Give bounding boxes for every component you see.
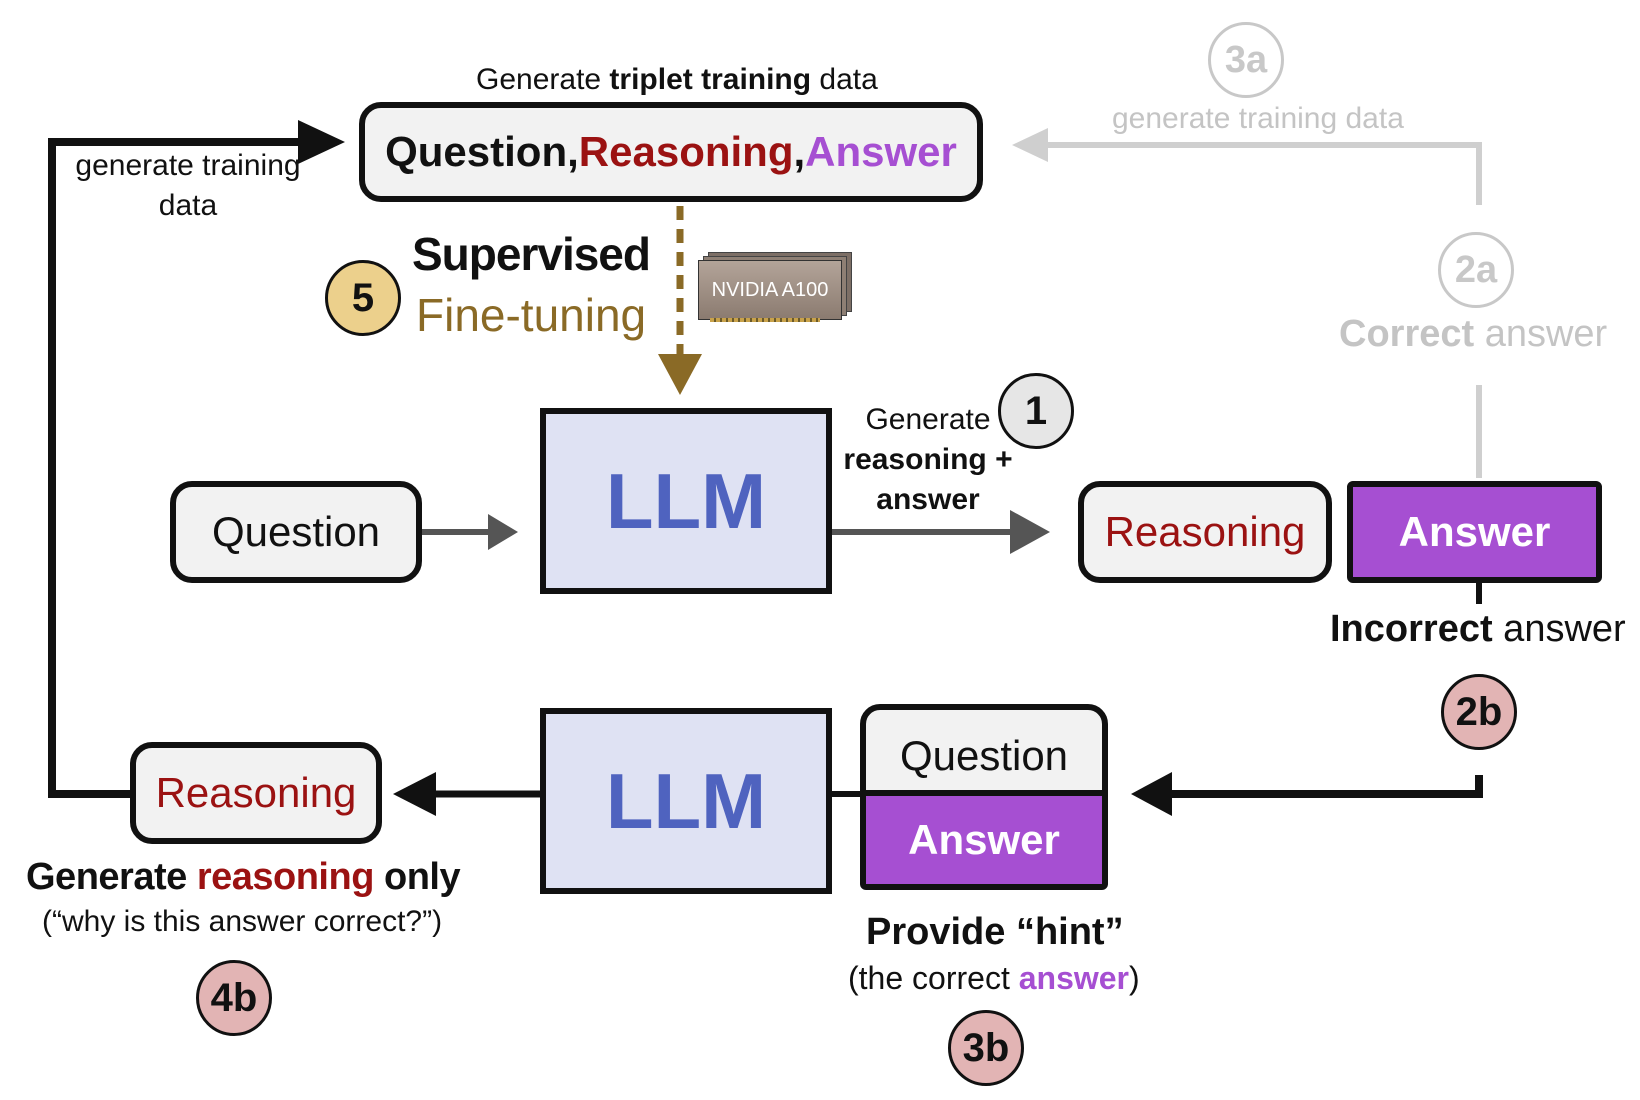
step-4b-badge: 4b [196,960,272,1036]
triplet-sep-2: , [793,128,806,175]
hint-sub-prefix: (the correct [848,960,1019,996]
sft-title-line1: Supervised [412,228,651,280]
llm-box-bottom: LLM [540,708,832,894]
triplet-caption: Generate triplet training data [476,63,878,97]
loop-arrow-head [298,120,345,164]
loop-label: generate training data [58,146,318,226]
step-2a-badge: 2a [1438,232,1514,308]
reasoning-only-box: Reasoning [130,742,382,844]
gen-reasoning-suffix: only [373,856,461,898]
incorrect-label-rest: answer [1492,608,1626,650]
gpu-card-connector [710,318,820,322]
generate-data-gray-head [1012,128,1048,162]
hint-arrow-line [1165,775,1483,798]
llm-bottom-label: LLM [605,756,767,845]
caption-bold: triplet training [609,63,812,96]
gpu-label: NVIDIA A100 [711,278,829,301]
llm-top-label: LLM [605,456,767,545]
incorrect-label: Incorrect answer [1330,608,1626,651]
hint-subtitle: (the correct answer) [848,960,1140,997]
reasoning-output-box: Reasoning [1078,481,1332,583]
loop-label-line2: data [158,189,218,222]
step-2a-label-rest: answer [1474,313,1608,355]
question-box: Question [170,481,422,583]
loop-arrow-line [48,138,300,798]
hint-sub-suffix: ) [1129,960,1140,996]
hint-title: Provide “hint” [866,911,1124,953]
step-2a-label-bold: Correct [1339,313,1475,355]
gen-reasoning-word: reasoning [196,856,375,898]
step-3a-label: generate training data [1112,102,1404,135]
step-1-badge: 1 [998,373,1074,449]
gpu-card-icon: NVIDIA A100 [698,252,853,322]
answer-output-label: Answer [1398,508,1551,555]
hint-answer-label: Answer [908,816,1060,863]
question-label: Question [211,508,381,555]
generate-reasoning-title: Generate reasoning only [26,856,461,899]
reasoning-output-label: Reasoning [1104,508,1306,555]
step-3a-number: 3a [1224,38,1268,81]
triplet-question: Question [385,128,568,175]
hint-sub-answer: answer [1018,960,1129,996]
llm-box-top: LLM [540,408,832,594]
triplet-box: Question, Reasoning, Answer [359,102,983,202]
triplet-answer: Answer [805,128,957,175]
generate-reasoning-subtitle: (“why is this answer correct?”) [42,905,443,938]
question-to-llm-head [488,514,518,550]
reasoning-only-label: Reasoning [155,769,357,816]
step-2b-number: 2b [1455,689,1503,734]
step-3b-badge: 3b [948,1010,1024,1086]
generate-label: Generate reasoning + answer [838,400,1018,520]
caption-prefix: Generate [476,63,610,96]
hint-question-label: Question [899,732,1069,779]
sft-arrow-head [658,354,702,395]
hint-answer-box: Answer [860,790,1108,890]
answer-output-box: Answer [1347,481,1602,583]
step-2a-number: 2a [1454,248,1498,291]
hint-arrow-head [1131,772,1172,816]
triplet-reasoning: Reasoning [578,128,794,175]
generate-data-gray-line [1045,142,1482,205]
step-3b-number: 3b [962,1025,1010,1070]
llm-to-output-head [1010,510,1050,554]
loop-label-line1: generate training [75,149,301,182]
step-3a-badge: 3a [1208,22,1284,98]
triplet-sep-1: , [567,128,579,175]
generate-line1: Generate [865,403,991,436]
step-5-number: 5 [351,275,375,320]
sft-title-line2: Fine-tuning [416,289,647,341]
step-2a-label: Correct answer [1339,313,1607,356]
step-2b-badge: 2b [1441,674,1517,750]
llm-to-reasoning-head [393,772,436,816]
caption-suffix: data [811,63,878,96]
step-1-number: 1 [1024,388,1048,433]
gpu-card-front: NVIDIA A100 [698,260,842,320]
generate-line2: reasoning + [843,443,1013,476]
incorrect-label-bold: Incorrect [1330,608,1493,650]
gen-reasoning-prefix: Generate [26,856,197,898]
step-4b-number: 4b [210,975,258,1020]
generate-line3: answer [876,483,980,516]
step-5-badge: 5 [325,260,401,336]
